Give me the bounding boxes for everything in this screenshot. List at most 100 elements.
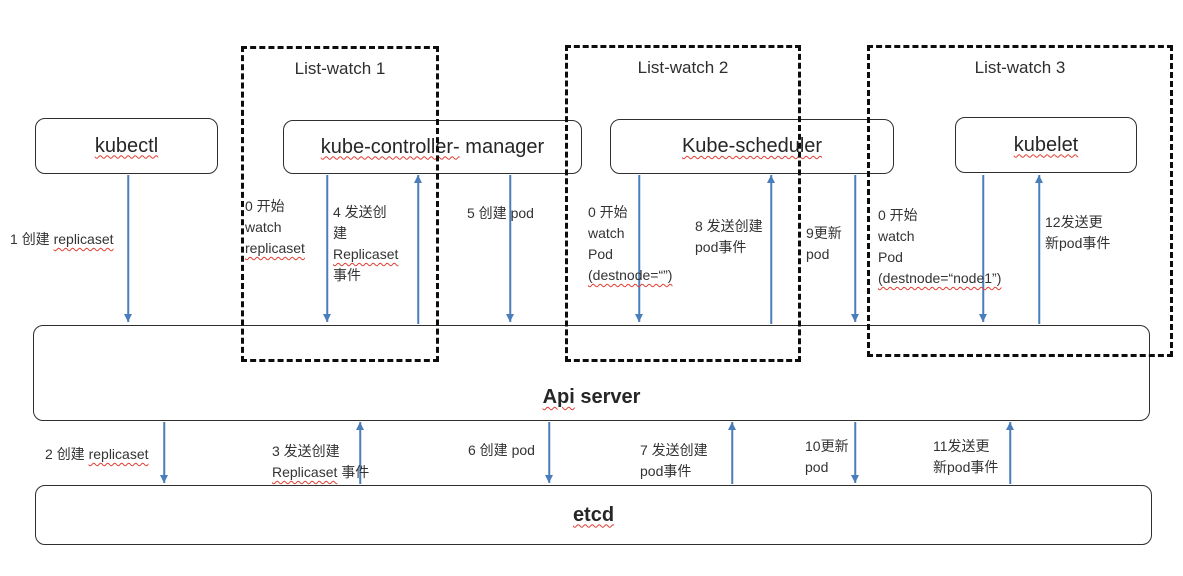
misspelled-word: kubelet — [1013, 133, 1079, 156]
node-label-api-server: Api server — [542, 386, 641, 408]
label-10-update-pod-etcd: 10更新 pod — [805, 436, 849, 478]
label-10-update-pod-etcd-line-1: 10更新 — [805, 438, 849, 454]
arrow-line — [854, 175, 856, 322]
label-12-send-update-pod-event: 12发送更新pod事件 — [1045, 212, 1110, 254]
arrowhead-down-icon — [851, 314, 859, 322]
arrow-6-create-pod-etcd — [544, 422, 554, 483]
arrow-3-send-create-replicaset-event-etcd — [355, 422, 365, 484]
misspelled-word: Kube-scheduler — [681, 135, 823, 157]
label-1-create-replicaset-line-1: 1 创建 replicaset — [10, 231, 114, 247]
arrow-11-send-update-pod-event-etcd — [1005, 422, 1015, 484]
label-6-create-pod-etcd: 6 创建 pod — [468, 440, 535, 461]
label-0-watch-pod-kubelet-line-1: 0 开始 — [878, 207, 918, 223]
arrowhead-down-icon — [160, 475, 168, 483]
arrowhead-down-icon — [124, 314, 132, 322]
arrow-line — [770, 175, 772, 324]
group-title-list-watch-3: List-watch 3 — [974, 58, 1066, 77]
arrow-line — [1009, 422, 1011, 484]
label-7-send-create-pod-event-etcd-line-1: 7 发送创建 — [640, 442, 708, 458]
misspelled-word: kubectl — [94, 134, 159, 157]
arrow-line — [359, 422, 361, 484]
label-8-send-create-pod-event: 8 发送创建 pod事件 — [695, 216, 763, 258]
arrow-line — [731, 422, 733, 484]
arrow-0-watch-pod-scheduler — [634, 175, 644, 322]
arrow-4-send-create-replicaset-event — [413, 175, 423, 324]
arrowhead-down-icon — [979, 314, 987, 322]
arrow-8-send-create-pod-event — [766, 175, 776, 324]
arrowhead-up-icon — [1035, 175, 1043, 183]
label-9-update-pod-line-2: pod — [806, 246, 830, 262]
label-9-update-pod-line-1: 9更新 — [806, 225, 842, 241]
misspelled-word: Replicaset — [272, 464, 338, 480]
arrowhead-down-icon — [635, 314, 643, 322]
arrow-12-send-update-pod-event — [1034, 175, 1044, 324]
arrow-0-watch-pod-kubelet — [978, 175, 988, 322]
label-0-watch-pod-scheduler-line-3: Pod — [588, 246, 613, 262]
label-5-create-pod-line-1: 5 创建 pod — [467, 205, 534, 221]
misspelled-word: replicaset — [53, 231, 114, 247]
label-10-update-pod-etcd-line-2: pod — [805, 459, 829, 475]
label-0-watch-replicaset-line-2: watch — [245, 219, 282, 235]
node-label-kubelet: kubelet — [1014, 134, 1079, 157]
arrowhead-up-icon — [414, 175, 422, 183]
label-9-update-pod: 9更新 pod — [806, 223, 842, 265]
label-8-send-create-pod-event-line-1: 8 发送创建 — [695, 218, 763, 234]
node-api-server: Api server — [33, 325, 1150, 421]
arrowhead-up-icon — [767, 175, 775, 183]
label-3-send-create-replicaset-event-etcd-line-2: Replicaset 事件 — [272, 464, 370, 480]
label-4-send-create-replicaset-event-line-2: 建 — [333, 225, 347, 241]
arrow-1-create-replicaset — [123, 175, 133, 322]
group-list-watch-3: List-watch 3 — [867, 45, 1173, 357]
label-0-watch-pod-scheduler-line-4: (destnode=“”) — [588, 265, 672, 286]
misspelled-word: (destnode=“”) — [588, 267, 673, 283]
arrow-5-create-pod — [505, 175, 515, 322]
node-label-kube-controller-manager: kube-controller- manager — [320, 135, 545, 158]
label-3-send-create-replicaset-event-etcd-line-1: 3 发送创建 — [272, 443, 340, 459]
group-title-list-watch-1: List-watch 1 — [294, 59, 386, 78]
node-kubectl: kubectl — [35, 118, 218, 174]
label-7-send-create-pod-event-etcd-line-2: pod事件 — [640, 463, 692, 479]
arrowhead-up-icon — [1006, 422, 1014, 430]
misspelled-word: (destnode=“node1”) — [878, 270, 1002, 286]
label-8-send-create-pod-event-line-2: pod事件 — [695, 239, 747, 255]
label-11-send-update-pod-event-etcd-line-2: 新pod事件 — [933, 459, 999, 475]
arrowhead-down-icon — [851, 475, 859, 483]
arrow-line — [417, 175, 419, 324]
label-11-send-update-pod-event-etcd: 11发送更新pod事件 — [933, 436, 998, 478]
arrowhead-down-icon — [323, 314, 331, 322]
label-0-watch-pod-kubelet-line-4: (destnode=“node1”) — [878, 268, 1001, 289]
node-kube-controller-manager: kube-controller- manager — [283, 120, 582, 174]
arrowhead-up-icon — [728, 422, 736, 430]
arrow-line — [127, 175, 129, 322]
label-7-send-create-pod-event-etcd: 7 发送创建 pod事件 — [640, 440, 708, 482]
label-0-watch-pod-scheduler-line-2: watch — [588, 225, 625, 241]
misspelled-word: replicaset — [88, 446, 149, 462]
arrow-line — [854, 422, 856, 483]
misspelled-word: replicaset — [245, 240, 305, 256]
node-kube-scheduler: Kube-scheduler — [610, 119, 894, 174]
label-12-send-update-pod-event-line-2: 新pod事件 — [1045, 235, 1111, 251]
arrow-line — [1038, 175, 1040, 324]
label-0-watch-pod-kubelet-line-3: Pod — [878, 249, 903, 265]
label-11-send-update-pod-event-etcd-line-1: 11发送更 — [933, 438, 990, 454]
label-3-send-create-replicaset-event-etcd: 3 发送创建 Replicaset 事件 — [272, 441, 369, 483]
label-0-watch-pod-scheduler-line-1: 0 开始 — [588, 204, 628, 220]
arrow-0-watch-replicaset — [322, 175, 332, 322]
label-4-send-create-replicaset-event-line-3: Replicaset — [333, 244, 398, 265]
label-1-create-replicaset: 1 创建 replicaset — [10, 229, 114, 250]
label-4-send-create-replicaset-event-line-4: 事件 — [333, 267, 361, 283]
node-label-etcd: etcd — [573, 504, 614, 527]
label-0-watch-pod-kubelet-line-2: watch — [878, 228, 915, 244]
arrowhead-down-icon — [506, 314, 514, 322]
arrow-line — [982, 175, 984, 322]
misspelled-word: etcd — [572, 503, 615, 526]
arrow-2-create-replicaset-etcd — [159, 422, 169, 483]
arrowhead-up-icon — [356, 422, 364, 430]
arrow-line — [638, 175, 640, 322]
group-title-list-watch-2: List-watch 2 — [637, 58, 729, 77]
node-label-kube-scheduler: Kube-scheduler — [682, 135, 822, 158]
misspelled-word: Replicaset — [333, 246, 399, 262]
arrow-10-update-pod-etcd — [850, 422, 860, 483]
